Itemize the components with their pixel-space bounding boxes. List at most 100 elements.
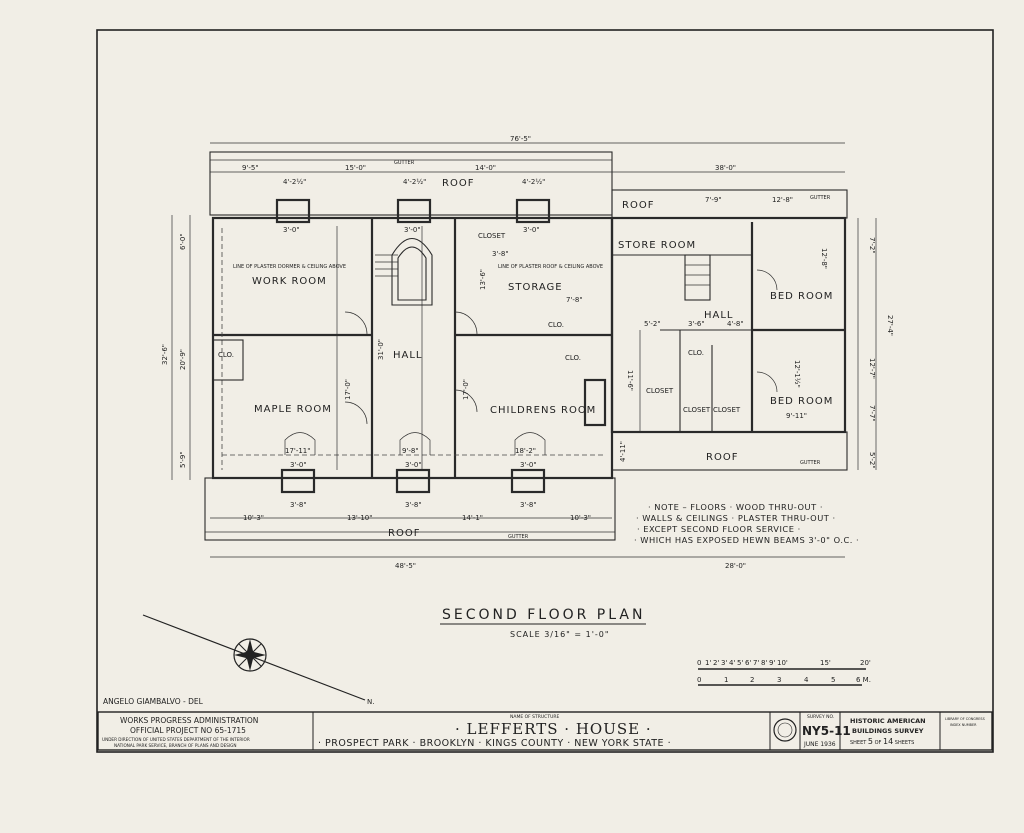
north-arrow-icon: N. [142,614,374,706]
room-label: CLOSET [713,406,741,414]
library-caption: INDEX NUMBER [950,723,977,727]
dimension-label: 13'-6" [479,269,487,290]
dimension-label: 17'-0" [462,379,470,400]
library-caption: LIBRARY OF CONGRESS [945,717,985,721]
room-labels: WORK ROOM MAPLE ROOM HALL STORAGE CHILDR… [218,160,833,540]
dimension-label: 7'-2" [868,237,876,254]
sheet-number: SHEET 5 OF 14 SHEETS [850,737,914,746]
dormer [515,198,551,224]
scale-tick-label: 1 [724,676,728,684]
scale-tick-label: 7' [753,659,759,667]
roof-label: ROOF [388,528,420,539]
name-caption: NAME OF STRUCTURE [510,714,559,720]
dormer [396,198,432,224]
window-arch [514,432,546,455]
gutter-label: GUTTER [394,160,415,166]
program-name: BUILDINGS SURVEY [852,727,924,735]
dimension-label: 3'-8" [290,501,307,509]
scale-tick-label: 20' [860,659,871,667]
floor-plan [171,142,877,558]
dimension-label: 7'-7" [868,405,876,422]
dimension-label: 9'-5" [242,164,259,172]
east-wing-walls [610,216,847,434]
window-arch [399,432,431,455]
dormer [275,198,311,224]
room-label: HALL [704,310,734,321]
project-number: OFFICIAL PROJECT NO 65-1715 [130,726,246,735]
roof-label: ROOF [706,452,738,463]
dimension-label: 3'-6" [688,320,705,328]
note-line: · EXCEPT SECOND FLOOR SERVICE · [637,524,801,534]
dimensions: 76'-5" 9'-5" 15'-0" 14'-0" 38'-0" 4'-2½"… [161,135,894,570]
scale-tick-label: 0 [697,676,701,684]
dimension-label: 15'-0" [345,164,366,172]
survey-date: JUNE 1936 [803,741,836,748]
dimension-label: 10'-3" [243,514,264,522]
structure-location: · PROSPECT PARK · BROOKLYN · KINGS COUNT… [318,738,671,749]
survey-caption: SURVEY NO. [807,714,834,720]
room-label: CLO. [565,354,581,362]
dimension-label: 3'-8" [492,250,509,258]
dimension-label: 28'-0" [725,562,746,570]
dimension-label: 12'-8" [772,196,793,204]
north-label: N. [367,698,374,706]
dimension-label: 3'-0" [405,461,422,469]
scale-tick-label: 4' [729,659,735,667]
dimension-label: 10'-3" [570,514,591,522]
dimension-label: 7'-9" [705,196,722,204]
dimension-label: 14'-0" [475,164,496,172]
scale-tick-label: 9' [769,659,775,667]
dimension-label: 3'-8" [520,501,537,509]
delineator: ANGELO GIAMBALVO - DEL [103,697,204,706]
dimension-label: 6'-0" [179,233,187,250]
program-name: HISTORIC AMERICAN [850,717,926,725]
dimension-label: 13'-10" [347,514,372,522]
room-label: BED ROOM [770,291,833,302]
scale-tick-label: 3 [777,676,781,684]
room-label: CLO. [688,349,704,357]
window-arch [284,432,316,455]
dimension-label: 3'-0" [404,226,421,234]
scale-tick-label: 15' [820,659,831,667]
note-line: · NOTE – FLOORS · WOOD THRU-OUT · [648,502,823,512]
scale-tick-label: 5 [831,676,835,684]
dimension-label: 12'-8" [820,248,828,269]
graphic-scale: 0 1' 2' 3' 4' 5' 6' 7' 8' 9' 10' 15' 20'… [697,659,871,686]
scale-tick-label: 1' [705,659,711,667]
drawing-title: SECOND FLOOR PLAN [442,607,645,623]
scale-tick-label: 6' [745,659,751,667]
dimension-label: 27'-4" [886,315,894,336]
north-roof [209,151,613,216]
room-label: CLO. [218,351,234,359]
dimension-label: 4'-11" [619,441,627,462]
dimension-label: 31'-0" [377,339,385,360]
dimension-label: 20'-9" [179,349,187,370]
scale-tick-label: 8' [761,659,767,667]
drawing-scale: SCALE 3/16" = 1'-0" [510,630,610,639]
scale-tick-label: 2' [713,659,719,667]
wing-stair [684,254,711,301]
closet [212,339,244,381]
room-label: STORE ROOM [618,240,696,251]
habs-seal-icon [773,718,797,742]
structure-name: · LEFFERTS · HOUSE · [455,720,652,738]
roof-label: ROOF [442,178,474,189]
dimension-label: 17'-0" [344,379,352,400]
note-line: · WHICH HAS EXPOSED HEWN BEAMS 3'-0" O.C… [634,535,859,545]
dimension-label: 4'-2½" [522,178,545,186]
room-label: BED ROOM [770,396,833,407]
dimension-label: 5'-2" [644,320,661,328]
dimension-label: 3'-0" [290,461,307,469]
roof-label: ROOF [622,200,654,211]
gutter-label: GUTTER [800,460,821,466]
general-note: · NOTE – FLOORS · WOOD THRU-OUT · · WALL… [634,502,859,545]
gutter-label: GUTTER [810,195,831,201]
room-label: CLOSET [683,406,711,414]
scale-tick-label: 0 [697,659,701,667]
dimension-label: 18'-2" [515,447,536,455]
room-label: MAPLE ROOM [254,404,332,415]
room-label: STORAGE [508,282,563,293]
chimney [583,378,607,427]
room-label: CHILDRENS ROOM [490,405,596,416]
